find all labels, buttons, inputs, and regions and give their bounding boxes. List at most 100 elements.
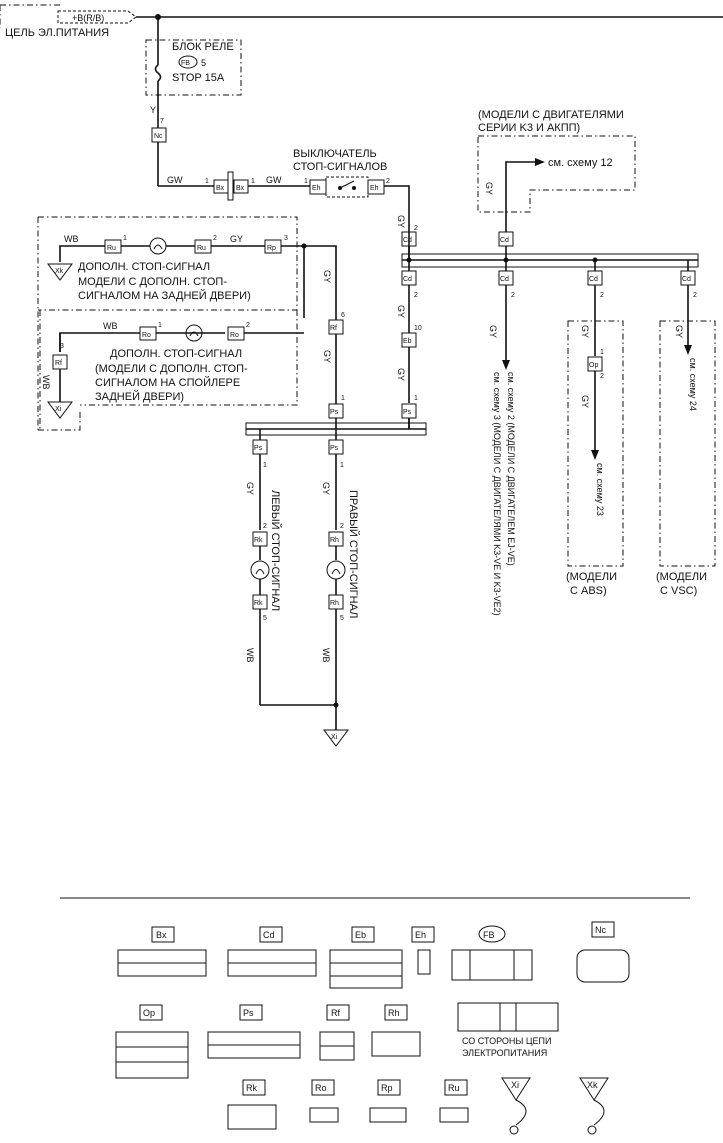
- svg-text:Ru: Ru: [107, 245, 116, 252]
- ground-xi: [323, 729, 349, 747]
- svg-text:Xi: Xi: [511, 1080, 519, 1090]
- svg-text:Rh: Rh: [388, 1008, 400, 1018]
- svg-text:Rk: Rk: [246, 1083, 257, 1093]
- svg-text:GY: GY: [396, 305, 406, 318]
- svg-text:1: 1: [414, 395, 418, 402]
- svg-text:ЗАДНЕЙ ДВЕРИ): ЗАДНЕЙ ДВЕРИ): [95, 390, 184, 403]
- svg-text:СТОП-СИГНАЛОВ: СТОП-СИГНАЛОВ: [293, 161, 387, 173]
- k3-models-group: (МОДЕЛИ С ДВИГАТЕЛЯМИ СЕРИИ K3 И АКПП) с…: [477, 109, 636, 232]
- svg-text:ПРАВЫЙ СТОП-СИГНАЛ: ПРАВЫЙ СТОП-СИГНАЛ: [347, 490, 360, 618]
- svg-text:WB: WB: [41, 375, 51, 390]
- svg-text:Cd: Cd: [500, 276, 509, 283]
- fuse-icon: [154, 64, 162, 82]
- svg-text:WB: WB: [64, 234, 79, 244]
- svg-text:С VSC): С VSC): [660, 585, 697, 597]
- svg-text:Ro: Ro: [230, 332, 239, 339]
- svg-text:Rh: Rh: [330, 537, 339, 544]
- svg-text:1: 1: [341, 395, 345, 402]
- svg-text:см. схему 12: см. схему 12: [548, 157, 613, 169]
- svg-text:Eb: Eb: [355, 930, 366, 940]
- svg-text:1: 1: [205, 178, 209, 185]
- left-stop-light: GY 2 Rk Rk 5 WB ЛЕВЫЙ СТОП-СИГНАЛ: [245, 454, 282, 705]
- svg-text:С ABS): С ABS): [570, 585, 607, 597]
- svg-text:2: 2: [213, 235, 217, 242]
- svg-text:1: 1: [123, 235, 127, 242]
- svg-text:Bx: Bx: [156, 930, 167, 940]
- svg-text:Ps: Ps: [254, 445, 263, 452]
- svg-text:Ro: Ro: [142, 332, 151, 339]
- svg-text:WB: WB: [321, 648, 331, 663]
- power-terminal-label: +B(R/B): [72, 13, 104, 23]
- legend-power-side-2: ЭЛЕКТРОПИТАНИЯ: [462, 1048, 547, 1058]
- svg-text:3: 3: [284, 235, 288, 242]
- svg-text:(МОДЕЛИ: (МОДЕЛИ: [566, 571, 617, 583]
- abs-models-group: GY 1 Op GY 2 см. схему 23 (МОДЕЛИ С ABS): [566, 285, 624, 597]
- power-source: +B(R/B) ЦЕЛЬ ЭЛ.ПИТАНИЯ: [0, 4, 723, 39]
- aux-spoiler-stop-light: GY 6 Rf GY 1 WB Ro 1 Ro 2 3 Rf WB Xi ДОП…: [39, 246, 345, 430]
- svg-text:Rk: Rk: [254, 537, 263, 544]
- connector-bx: Bx Bx: [213, 171, 249, 201]
- svg-text:Ru: Ru: [197, 245, 206, 252]
- svg-text:GY: GY: [321, 482, 331, 495]
- svg-text:Nc: Nc: [595, 925, 606, 935]
- svg-text:(МОДЕЛИ С ДВИГАТЕЛЯМИ: (МОДЕЛИ С ДВИГАТЕЛЯМИ: [478, 109, 624, 121]
- svg-text:ЛЕВЫЙ СТОП-СИГНАЛ: ЛЕВЫЙ СТОП-СИГНАЛ: [269, 490, 282, 611]
- svg-text:Bx: Bx: [216, 185, 225, 192]
- svg-text:Cd: Cd: [403, 276, 412, 283]
- svg-text:Eb: Eb: [403, 338, 412, 345]
- legend: Bx Cd Eb Eh FB Nc Op Ps Rf: [115, 921, 630, 1135]
- svg-text:2: 2: [246, 322, 250, 329]
- svg-text:FB: FB: [483, 930, 495, 940]
- svg-text:6: 6: [341, 312, 345, 319]
- vsc-models-group: GY см. схему 24 (МОДЕЛИ С VSC): [656, 285, 716, 597]
- svg-text:Rf: Rf: [331, 1008, 340, 1018]
- right-stop-light: GY 2 Rh Rh 5 WB ПРАВЫЙ СТОП-СИГНАЛ Xi: [260, 454, 360, 747]
- svg-text:Cd: Cd: [403, 237, 412, 244]
- svg-text:СИГНАЛОМ НА ЗАДНЕЙ ДВЕРИ): СИГНАЛОМ НА ЗАДНЕЙ ДВЕРИ): [78, 289, 251, 302]
- svg-text:2: 2: [600, 373, 604, 380]
- connector-eb: Eb: [401, 332, 417, 348]
- svg-text:GY: GY: [674, 325, 684, 338]
- svg-text:см. схему 24: см. схему 24: [688, 358, 698, 411]
- svg-text:см. схему 2 (МОДЕЛИ С ДВИГАТЕЛ: см. схему 2 (МОДЕЛИ С ДВИГАТЕЛЕМ EJ-VE): [506, 372, 516, 566]
- svg-text:Ro: Ro: [315, 1083, 327, 1093]
- svg-text:GY: GY: [580, 395, 590, 408]
- fuse-label: STOP 15A: [172, 72, 225, 84]
- svg-text:Bx: Bx: [236, 185, 245, 192]
- svg-text:МОДЕЛИ С ДОПОЛН. СТОП-: МОДЕЛИ С ДОПОЛН. СТОП-: [78, 276, 227, 288]
- svg-text:3: 3: [60, 343, 64, 350]
- svg-text:Xi: Xi: [331, 734, 338, 741]
- legend-power-side-1: СО СТОРОНЫ ЦЕПИ: [462, 1036, 551, 1046]
- svg-text:2: 2: [693, 292, 697, 299]
- svg-text:1: 1: [304, 178, 308, 185]
- svg-text:Eh: Eh: [312, 185, 321, 192]
- svg-text:WB: WB: [245, 648, 255, 663]
- svg-text:Cd: Cd: [589, 276, 598, 283]
- relay-block: БЛОК РЕЛЕ FB 5 STOP 15A: [145, 17, 242, 128]
- svg-text:2: 2: [511, 292, 515, 299]
- svg-text:1: 1: [600, 349, 604, 356]
- svg-text:WB: WB: [103, 321, 118, 331]
- svg-text:Nc: Nc: [154, 133, 163, 140]
- ps-bus: Ps Ps Ps Ps 1 1: [245, 403, 427, 469]
- svg-text:Cd: Cd: [500, 237, 509, 244]
- bulb-icon: [185, 324, 203, 342]
- svg-text:Rf: Rf: [330, 325, 337, 332]
- svg-text:Cd: Cd: [263, 930, 275, 940]
- svg-text:GW: GW: [167, 175, 183, 185]
- svg-text:Xk: Xk: [55, 268, 64, 275]
- svg-text:Xi: Xi: [55, 406, 62, 413]
- svg-text:10: 10: [414, 325, 422, 332]
- svg-text:(МОДЕЛИ С ДОПОЛН. СТОП-: (МОДЕЛИ С ДОПОЛН. СТОП-: [95, 363, 248, 375]
- svg-text:GY: GY: [396, 368, 406, 381]
- svg-text:Ps: Ps: [330, 409, 339, 416]
- svg-text:Rf: Rf: [55, 360, 62, 367]
- svg-text:СЕРИИ K3 И АКПП): СЕРИИ K3 И АКПП): [478, 122, 580, 134]
- svg-text:Ps: Ps: [403, 409, 412, 416]
- svg-text:1: 1: [340, 462, 344, 469]
- svg-text:Eh: Eh: [415, 930, 426, 940]
- svg-text:2: 2: [414, 225, 418, 232]
- svg-text:см. схему 3 (МОДЕЛИ С ДВИГАТЕЛ: см. схему 3 (МОДЕЛИ С ДВИГАТЕЛЯМИ K3-VE …: [492, 372, 502, 616]
- svg-text:СИГНАЛОМ НА СПОЙЛЕРЕ: СИГНАЛОМ НА СПОЙЛЕРЕ: [95, 376, 240, 389]
